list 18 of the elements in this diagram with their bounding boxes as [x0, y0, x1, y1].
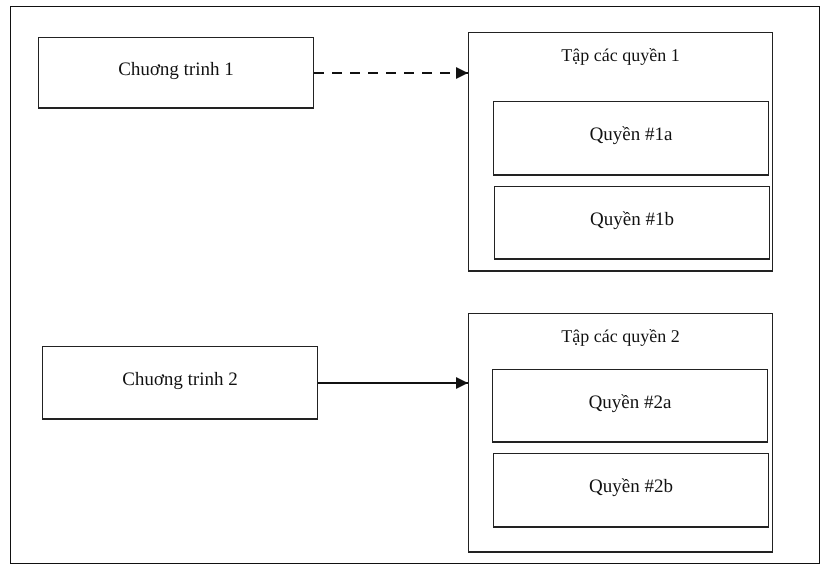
- box-label: Quyền #2b: [589, 476, 673, 498]
- arrow: [318, 377, 468, 389]
- box-label: Chuơng trinh 1: [118, 58, 234, 80]
- box-label: Quyền #1a: [590, 124, 672, 146]
- box-label: Tập các quyền 2: [561, 326, 680, 347]
- arrow: [314, 67, 468, 79]
- process-box: [492, 369, 768, 443]
- box-label: Quyền #1b: [590, 208, 674, 230]
- box-label: Tập các quyền 1: [561, 45, 680, 66]
- box-label: Chuơng trinh 2: [122, 368, 238, 390]
- process-box: [493, 101, 769, 176]
- process-box: [494, 186, 770, 260]
- group-box: [468, 32, 773, 272]
- process-box: [42, 346, 318, 420]
- process-box: [38, 37, 314, 109]
- group-box: [468, 313, 773, 553]
- box-label: Quyền #2a: [588, 392, 672, 414]
- process-box: [493, 453, 769, 528]
